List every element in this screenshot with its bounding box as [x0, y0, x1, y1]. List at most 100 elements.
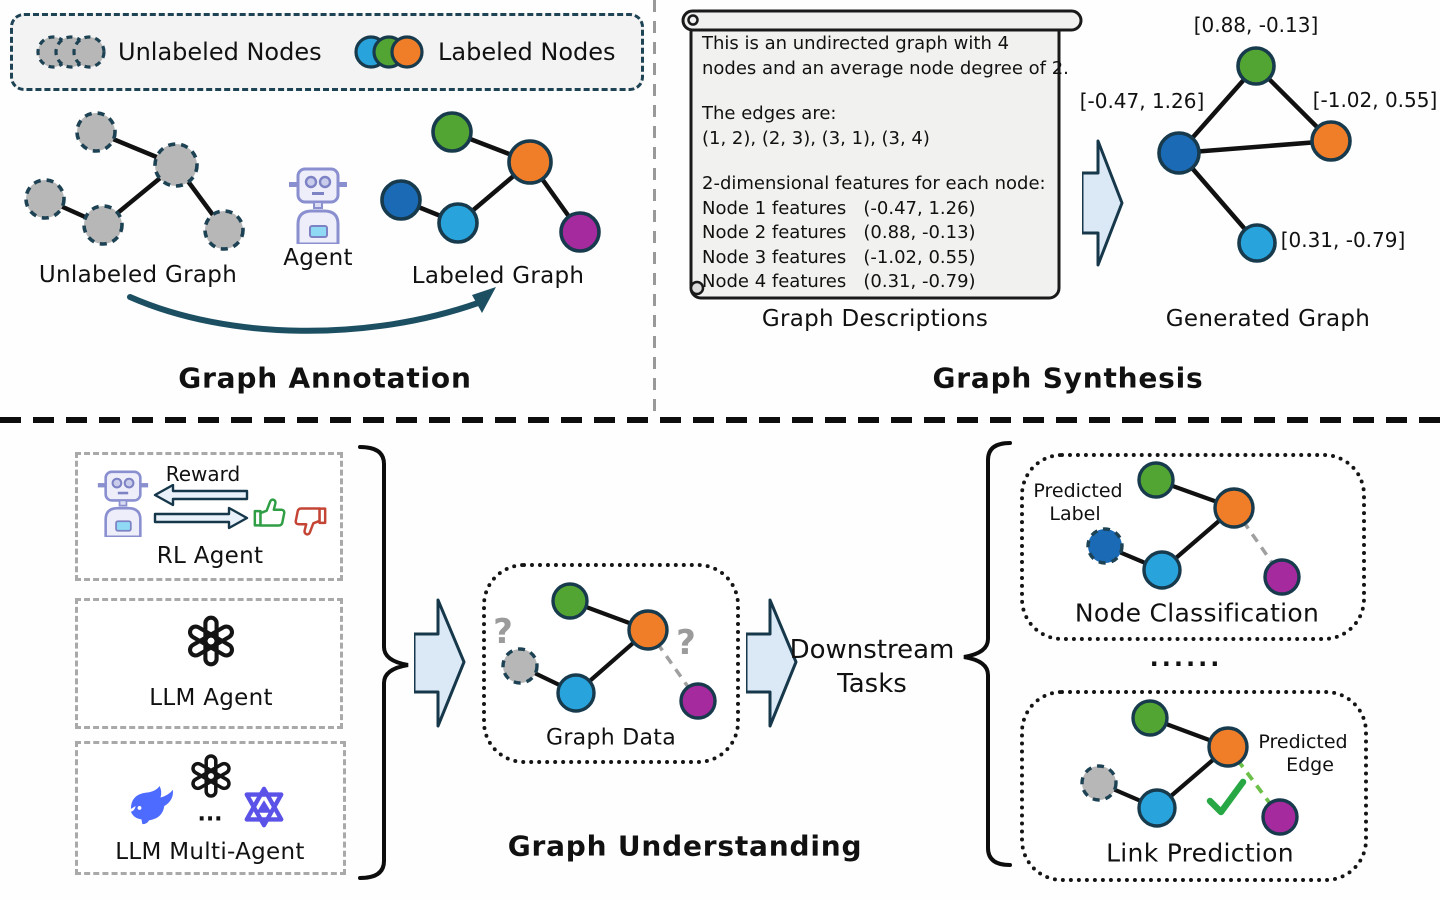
node-lightblue — [437, 202, 479, 244]
unlabeled-node — [203, 209, 245, 251]
predicted-label-line1: Predicted — [1033, 480, 1123, 502]
description-line: This is an undirected graph with 4 — [702, 33, 1010, 54]
node-purple — [559, 211, 601, 253]
node-orange — [627, 609, 669, 651]
reward-arrows-icon — [153, 484, 249, 530]
unlabeled-graph — [24, 111, 245, 251]
node-blue — [1157, 131, 1201, 175]
annotation-title: Graph Annotation — [178, 361, 472, 395]
node-blue — [380, 179, 422, 221]
description-line: Node 3 features (-1.02, 0.55) — [702, 246, 976, 268]
link-prediction-graph — [1080, 699, 1299, 836]
description-line: 2-dimensional features for each node: — [702, 173, 1046, 194]
feature-label-node4: [0.31, -0.79] — [1280, 228, 1406, 252]
node-lightblue — [1142, 550, 1182, 590]
openai-logo-icon — [191, 754, 231, 798]
unlabeled-node — [75, 111, 117, 153]
scroll-shape — [681, 9, 1083, 300]
multi-agent-ellipsis: ... — [197, 801, 223, 827]
llm-agent-label: LLM Agent — [149, 685, 273, 711]
reward-label: Reward — [165, 462, 241, 486]
agent-label: Agent — [283, 245, 353, 271]
unlabeled-node — [24, 178, 66, 220]
predicted-edge-line1: Predicted — [1258, 731, 1348, 753]
node-classification-box — [1020, 453, 1366, 641]
node-blue-predicted — [1086, 527, 1124, 565]
downstream-tasks-line1: Downstream — [789, 635, 955, 665]
labeled-graph-label: Labeled Graph — [411, 263, 585, 289]
legend: Unlabeled Nodes Labeled Nodes — [10, 13, 644, 91]
thumbs-up-icon — [253, 498, 286, 527]
question-mark: ? — [676, 623, 696, 663]
link-prediction-box — [1020, 690, 1368, 882]
predicted-edge-line2: Edge — [1286, 754, 1334, 776]
node-lightblue — [1137, 788, 1177, 828]
unlabeled-node — [153, 142, 199, 188]
node-green — [551, 582, 589, 620]
question-mark: ? — [493, 612, 513, 652]
tasks-brace — [963, 441, 1012, 867]
downstream-tasks-line2: Tasks — [837, 669, 907, 699]
node-purple — [1261, 798, 1299, 836]
openai-logo-icon — [187, 615, 235, 667]
graph-data-label: Graph Data — [545, 725, 677, 751]
understanding-arrow-right — [746, 598, 798, 728]
description-line: The edges are: — [702, 103, 837, 124]
node-gray — [1080, 764, 1118, 802]
unlabeled-node — [82, 204, 124, 246]
thumbs-down-icon — [294, 507, 327, 536]
description-line: (1, 2), (2, 3), (3, 1), (3, 4) — [702, 127, 930, 149]
deepseek-logo-icon — [130, 786, 173, 825]
node-orange — [507, 139, 553, 185]
labeled-nodes-icon — [354, 35, 424, 69]
node-lightblue — [556, 673, 596, 713]
description-line: Node 4 features (0.31, -0.79) — [702, 271, 976, 292]
qwen-logo-icon — [244, 786, 284, 828]
node-lightblue — [1237, 223, 1277, 263]
synthesis-arrow — [1082, 139, 1124, 267]
llm-multi-agent-label: LLM Multi-Agent — [115, 839, 305, 865]
labeled-graph — [380, 111, 601, 253]
node-green — [1137, 461, 1175, 499]
unlabeled-graph-label: Unlabeled Graph — [38, 262, 238, 288]
graph-descriptions-label: Graph Descriptions — [761, 306, 989, 332]
feature-label-node2: [0.88, -0.13] — [1193, 13, 1319, 37]
description-line: Node 1 features (-0.47, 1.26) — [702, 197, 976, 219]
link-prediction-label: Link Prediction — [1106, 838, 1294, 868]
unlabeled-nodes-icon — [36, 35, 106, 69]
graph-data-graph — [501, 582, 717, 720]
node-green — [1131, 699, 1169, 737]
agent-robot-icon — [289, 167, 347, 244]
generated-graph-label: Generated Graph — [1165, 306, 1371, 332]
agents-brace — [358, 445, 409, 880]
feature-label-node3: [-1.02, 0.55] — [1312, 88, 1438, 112]
rl-agent-robot-icon — [97, 470, 149, 537]
horizontal-divider — [0, 417, 1440, 423]
predicted-label-line2: Label — [1049, 503, 1101, 525]
node-purple — [679, 682, 717, 720]
generated-graph — [1157, 46, 1352, 263]
node-purple — [1263, 558, 1301, 596]
node-gray — [501, 647, 539, 685]
node-green — [431, 111, 473, 153]
legend-unlabeled-label: Unlabeled Nodes — [118, 38, 322, 66]
tasks-ellipsis: ...... — [1149, 644, 1223, 672]
feature-label-node1: [-0.47, 1.26] — [1079, 89, 1205, 113]
node-classification-label: Node Classification — [1074, 598, 1320, 628]
graph-description-text: This is an undirected graph with 4 nodes… — [702, 32, 1069, 295]
llm-multi-agent-box — [75, 741, 346, 875]
node-orange — [1207, 726, 1249, 768]
annotation-arrow — [127, 287, 496, 334]
rl-agent-label: RL Agent — [156, 543, 264, 569]
understanding-title: Graph Understanding — [507, 829, 863, 863]
synthesis-title: Graph Synthesis — [932, 361, 1204, 395]
node-classification-graph — [1086, 461, 1301, 596]
description-line: nodes and an average node degree of 2. — [702, 57, 1069, 79]
legend-labeled-label: Labeled Nodes — [438, 38, 616, 66]
understanding-arrow-left — [414, 598, 466, 728]
node-orange — [1213, 487, 1255, 529]
node-green — [1236, 46, 1276, 86]
description-line: Node 2 features (0.88, -0.13) — [702, 222, 976, 243]
node-orange — [1310, 120, 1352, 162]
